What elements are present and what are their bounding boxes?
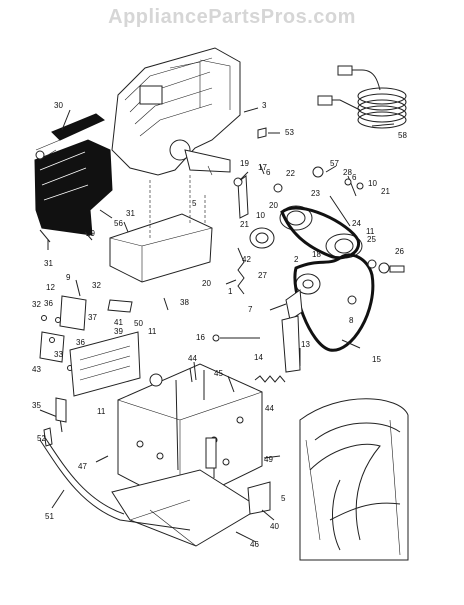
callout-label: 44 — [265, 404, 274, 413]
callout-label: 31 — [126, 209, 135, 218]
callout-label: 50 — [134, 319, 143, 328]
callout-label: 7 — [248, 305, 253, 314]
left-linkage — [39, 295, 133, 447]
callout-label: 51 — [45, 512, 54, 521]
belt-upper — [280, 206, 361, 260]
callout-label: 2 — [294, 255, 299, 264]
frame-part — [117, 363, 263, 507]
electric-cord-part — [317, 65, 407, 129]
callout-label: 13 — [301, 340, 310, 349]
callout-label: 18 — [312, 250, 321, 259]
callout-label: 6 — [266, 168, 271, 177]
muffler-shield-part — [35, 113, 105, 161]
callout-label: 24 — [352, 219, 361, 228]
callout-label: 22 — [286, 169, 295, 178]
callout-label: 17 — [258, 163, 267, 172]
watermark: AppliancePartsPros.com — [108, 6, 356, 28]
callout-label: 11 — [148, 327, 157, 336]
callout-label: 33 — [54, 350, 63, 359]
callout-label: 46 — [250, 540, 259, 549]
callout-label: 53 — [285, 128, 294, 137]
idler-and-springs — [212, 166, 405, 423]
callout-label: 5 — [192, 199, 197, 208]
callout-label: 52 — [37, 434, 46, 443]
callout-label: 43 — [32, 365, 41, 374]
callout-label: 9 — [66, 273, 71, 282]
callout-label: 56 — [114, 219, 123, 228]
callout-label: 47 — [78, 462, 87, 471]
callout-label: 8 — [349, 316, 354, 325]
callout-label: 45 — [214, 369, 223, 378]
callout-label: 28 — [343, 168, 352, 177]
callout-label: 10 — [368, 179, 377, 188]
callout-label: 38 — [180, 298, 189, 307]
callout-label: 42 — [242, 255, 251, 264]
auger-housing-part — [247, 398, 409, 561]
callout-label: 25 — [367, 235, 376, 244]
callout-label: 32 — [32, 300, 41, 309]
knob-part — [257, 127, 267, 139]
callout-label: 31 — [44, 259, 53, 268]
bottom-plate-part — [111, 469, 261, 547]
callout-label: 12 — [46, 283, 55, 292]
callout-label: 39 — [114, 327, 123, 336]
callout-label: 21 — [240, 220, 249, 229]
rod-part — [39, 439, 191, 531]
callout-label: 11 — [97, 407, 106, 416]
callout-label: 30 — [54, 101, 63, 110]
callout-label: 36 — [44, 299, 53, 308]
shroud-part — [34, 139, 113, 243]
callout-label: 29 — [86, 229, 95, 238]
callout-label: 10 — [256, 211, 265, 220]
callout-label: 32 — [92, 281, 101, 290]
callout-label: 5 — [281, 494, 286, 503]
callout-label: 6 — [352, 173, 357, 182]
callout-label: 20 — [202, 279, 211, 288]
callout-label: 27 — [258, 271, 267, 280]
callout-label: 16 — [196, 333, 205, 342]
callout-label: 11 — [366, 227, 375, 236]
callout-label: 3 — [262, 101, 267, 110]
callout-label: 19 — [240, 159, 249, 168]
callout-label: 1 — [228, 287, 233, 296]
callout-label: 23 — [311, 189, 320, 198]
callout-label: 21 — [381, 187, 390, 196]
callout-label: 36 — [76, 338, 85, 347]
callout-label: 44 — [188, 354, 197, 363]
engine-part — [111, 47, 241, 176]
callout-label: 58 — [398, 131, 407, 140]
callout-label: 14 — [254, 353, 263, 362]
leader-lines — [47, 107, 395, 543]
callout-label: 15 — [372, 355, 381, 364]
callout-label: 57 — [330, 159, 339, 168]
callout-label: 49 — [264, 455, 273, 464]
callout-label: 41 — [114, 318, 123, 327]
callout-label: 26 — [395, 247, 404, 256]
callout-label: 40 — [270, 522, 279, 531]
callout-label: 37 — [88, 313, 97, 322]
belt-lower — [293, 253, 375, 352]
motor-mount-plate-part — [109, 175, 213, 283]
callout-label: 20 — [269, 201, 278, 210]
callout-label: 35 — [32, 401, 41, 410]
